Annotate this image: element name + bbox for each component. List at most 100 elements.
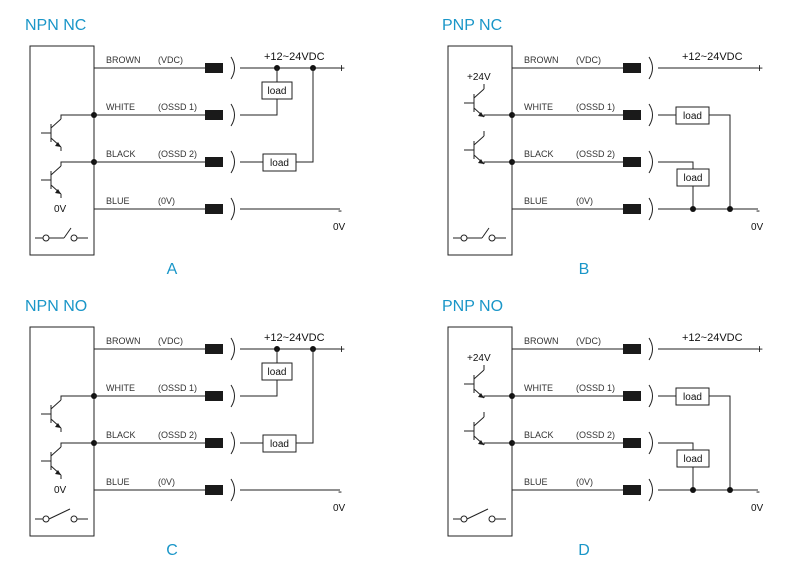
supply-label: +12~24VDC — [682, 332, 743, 344]
wire-label-black: BLACK — [106, 430, 136, 440]
transistor-collector — [473, 88, 485, 99]
plus-sign: + — [338, 342, 345, 356]
load-label: load — [268, 86, 287, 97]
connector-pin — [623, 391, 641, 401]
switch-terminal — [488, 234, 496, 242]
load-label: load — [270, 158, 289, 169]
switch-terminal — [70, 234, 78, 242]
wire-label-brown: BROWN — [106, 55, 141, 65]
signal-label: (VDC) — [158, 55, 183, 65]
signal-label: (VDC) — [576, 336, 601, 346]
connector-socket — [648, 478, 653, 502]
junction-dot — [727, 487, 733, 493]
connector-pin — [623, 110, 641, 120]
connector-pin — [205, 485, 223, 495]
transistor-collector — [50, 118, 62, 129]
ground-label: 0V — [333, 222, 346, 233]
output-wire — [60, 442, 94, 447]
connector-socket — [230, 197, 235, 221]
connector-pin — [205, 110, 223, 120]
diagram-title: NPN NC — [25, 17, 86, 34]
connector-socket — [648, 56, 653, 80]
plus-sign: + — [338, 61, 345, 75]
internal-0v-label: 0V — [54, 204, 67, 215]
transistor-arrow — [478, 159, 484, 164]
signal-label: (0V) — [576, 196, 593, 206]
load-label: load — [683, 111, 702, 122]
transistor-collector — [473, 416, 485, 427]
wire-label-brown: BROWN — [524, 336, 559, 346]
load-label: load — [683, 392, 702, 403]
supply-label: +12~24VDC — [264, 51, 325, 63]
signal-label: (OSSD 2) — [158, 149, 197, 159]
switch-blade — [63, 227, 72, 239]
sensor-housing — [447, 45, 513, 256]
signal-label: (OSSD 1) — [576, 102, 615, 112]
transistor-arrow — [478, 112, 484, 117]
load-lead — [709, 114, 731, 209]
load-lead — [296, 68, 314, 163]
plus-sign: + — [756, 61, 763, 75]
transistor-collector — [50, 165, 62, 176]
connector-pin — [205, 344, 223, 354]
supply-label: +12~24VDC — [682, 51, 743, 63]
connector-pin — [205, 63, 223, 73]
connector-pin — [623, 63, 641, 73]
connector-pin — [623, 157, 641, 167]
ground-label: 0V — [751, 503, 764, 514]
diagram-title: NPN NO — [25, 298, 87, 315]
wire-label-white: WHITE — [106, 102, 135, 112]
connector-pin — [623, 204, 641, 214]
wire-label-white: WHITE — [524, 102, 553, 112]
output-wire — [483, 114, 512, 117]
load-lead — [296, 349, 314, 444]
minus-sign: - — [338, 484, 342, 498]
minus-sign: - — [756, 484, 760, 498]
wire-label-brown: BROWN — [106, 336, 141, 346]
output-wire — [483, 395, 512, 398]
switch-blade — [481, 227, 490, 239]
wire-label-blue: BLUE — [524, 196, 548, 206]
switch-blade — [48, 508, 71, 520]
switch-terminal — [42, 515, 50, 523]
connector-pin — [205, 438, 223, 448]
connector-pin — [205, 157, 223, 167]
output-wire — [483, 442, 512, 445]
sensor-housing — [29, 45, 95, 256]
load-label: load — [270, 439, 289, 450]
internal-0v-label: 0V — [54, 485, 67, 496]
connector-pin — [205, 204, 223, 214]
output-wire — [60, 114, 94, 119]
sensor-housing — [29, 326, 95, 537]
minus-sign: - — [338, 203, 342, 217]
diagram-caption: B — [579, 261, 590, 278]
load-lead — [658, 442, 694, 450]
load-label: load — [684, 454, 703, 465]
load-lead — [658, 161, 694, 169]
connector-pin — [623, 344, 641, 354]
wire-label-blue: BLUE — [524, 477, 548, 487]
junction-dot — [690, 487, 696, 493]
switch-terminal — [460, 515, 468, 523]
signal-label: (OSSD 2) — [158, 430, 197, 440]
load-label: load — [684, 173, 703, 184]
transistor-collector — [50, 399, 62, 410]
wire-label-brown: BROWN — [524, 55, 559, 65]
transistor-arrow — [55, 142, 61, 147]
connector-socket — [230, 384, 235, 408]
connector-socket — [648, 150, 653, 174]
transistor-arrow — [478, 393, 484, 398]
switch-terminal — [70, 515, 78, 523]
load-lead — [240, 380, 278, 397]
signal-label: (OSSD 2) — [576, 149, 615, 159]
transistor-arrow — [55, 470, 61, 475]
load-lead — [709, 395, 731, 490]
wire-label-black: BLACK — [524, 149, 554, 159]
connector-socket — [648, 337, 653, 361]
signal-label: (OSSD 1) — [158, 383, 197, 393]
diagram-caption: A — [167, 261, 178, 278]
connector-socket — [230, 56, 235, 80]
